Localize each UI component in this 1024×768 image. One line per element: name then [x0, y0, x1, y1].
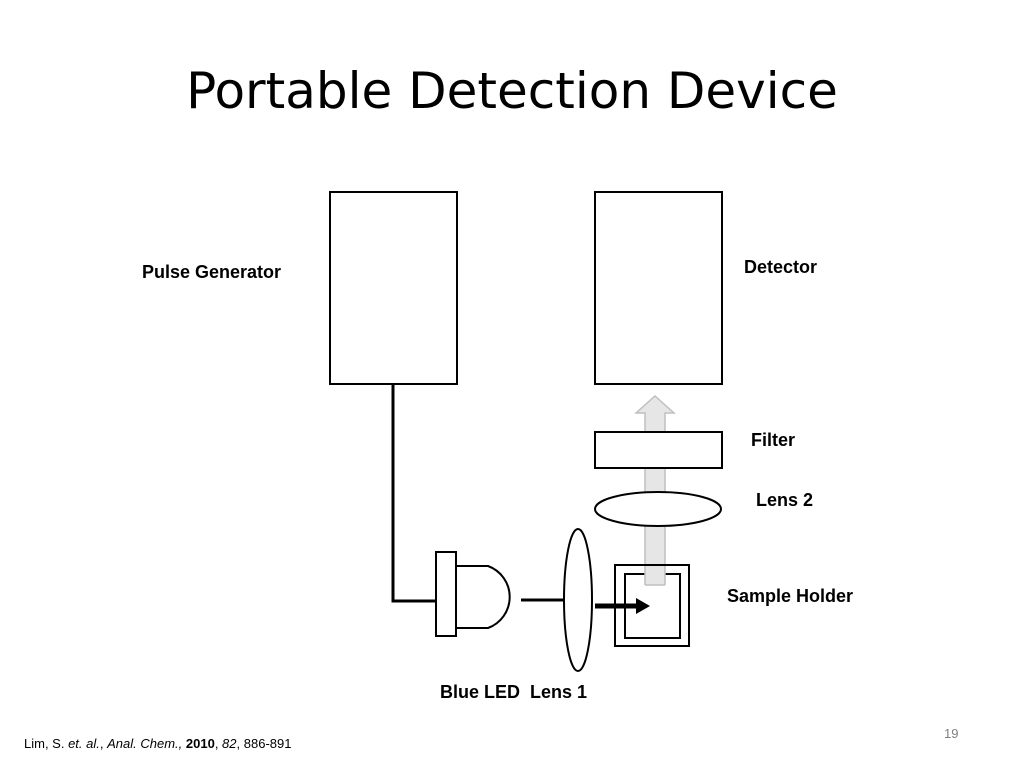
citation-etal: et. al. [68, 736, 100, 751]
citation: Lim, S. et. al., Anal. Chem., 2010, 82, … [24, 736, 291, 751]
blue-led-base [435, 551, 457, 637]
blue-led-lens1-label: Blue LED Lens 1 [440, 682, 588, 702]
slide-title: Portable Detection Device [186, 62, 838, 120]
citation-volume: 82 [222, 736, 237, 751]
citation-sep: , [99, 736, 108, 751]
pulse-generator-box [329, 191, 458, 385]
detector-box [594, 191, 723, 385]
citation-year: 2010 [185, 736, 215, 751]
citation-sep: , [214, 736, 223, 751]
citation-sep: , [236, 736, 244, 751]
filter-box [594, 431, 723, 469]
blue-led-dome [455, 565, 511, 629]
wire-pulse-to-led [391, 384, 437, 603]
light-path-arrow [634, 394, 676, 586]
excitation-arrow-head [636, 598, 650, 614]
citation-authors: Lim, S. [24, 736, 69, 751]
citation-journal: Anal. Chem., [107, 736, 183, 751]
lens-2-label: Lens 2 [756, 490, 814, 510]
pulse-generator-label: Pulse Generator [142, 262, 282, 282]
light-path-arrow-base [645, 566, 665, 585]
citation-pages: 886-891 [243, 736, 292, 751]
detector-label: Detector [744, 257, 818, 277]
sample-holder-label: Sample Holder [727, 586, 854, 606]
lens-1 [563, 528, 593, 672]
page-number: 19 [944, 726, 959, 741]
lens-2 [594, 491, 722, 527]
filter-label: Filter [751, 430, 796, 450]
